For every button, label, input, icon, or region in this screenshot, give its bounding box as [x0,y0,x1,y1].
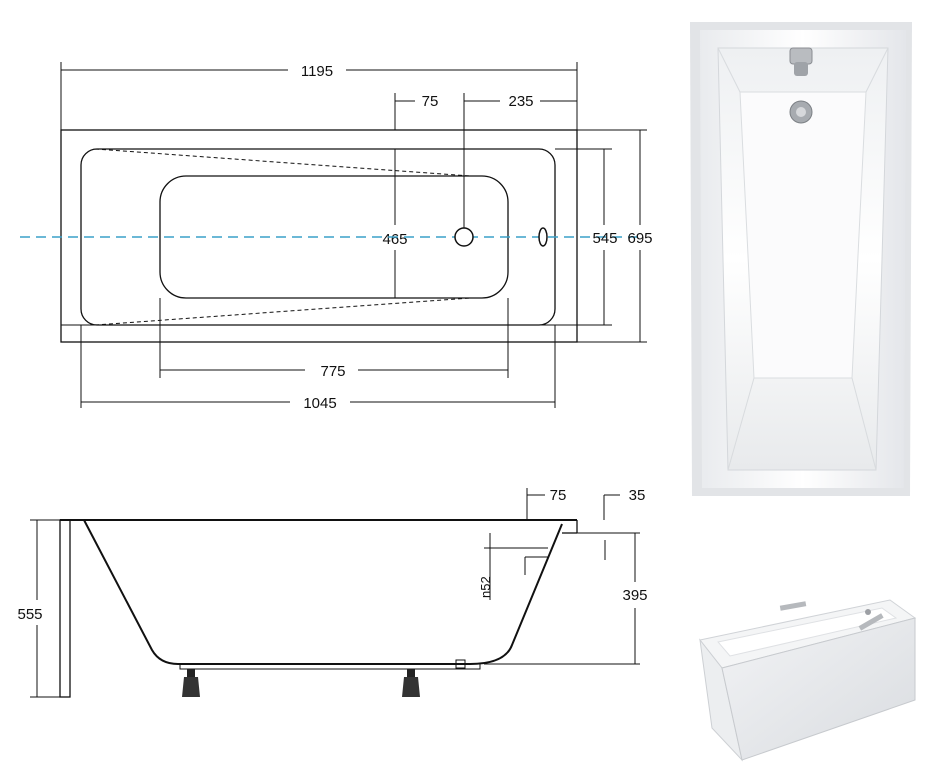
dim-inner-width: 465 [382,231,407,248]
overflow-icon [789,47,813,76]
bathtub-with-panel-photo [699,599,917,762]
dim-rim-width-side: 75 [550,487,567,504]
dim-overflow-height: n52 [478,576,493,598]
dim-overall-width: 695 [627,230,652,247]
drain-icon [454,227,474,247]
dim-bottom-length: 775 [320,363,345,380]
bathtub-top-photo [690,22,912,496]
dim-basin-length: 1045 [303,395,336,412]
dim-overall-length: 1195 [301,63,333,80]
dim-drain-offset: 235 [508,93,533,110]
side-view: 555 75 35 n52 [17,487,648,698]
dim-rim-width-top: 75 [422,93,439,110]
dim-total-height: 555 [17,606,42,623]
top-view: 1195 75 235 465 545 [20,62,653,412]
dim-rim-thickness: 35 [629,487,646,504]
overflow-icon [538,227,548,247]
drain-icon [789,100,813,124]
adjustable-foot-icon [402,669,420,697]
dim-depth: 395 [622,587,647,604]
adjustable-foot-icon [182,669,200,697]
dim-basin-width: 545 [592,230,617,247]
